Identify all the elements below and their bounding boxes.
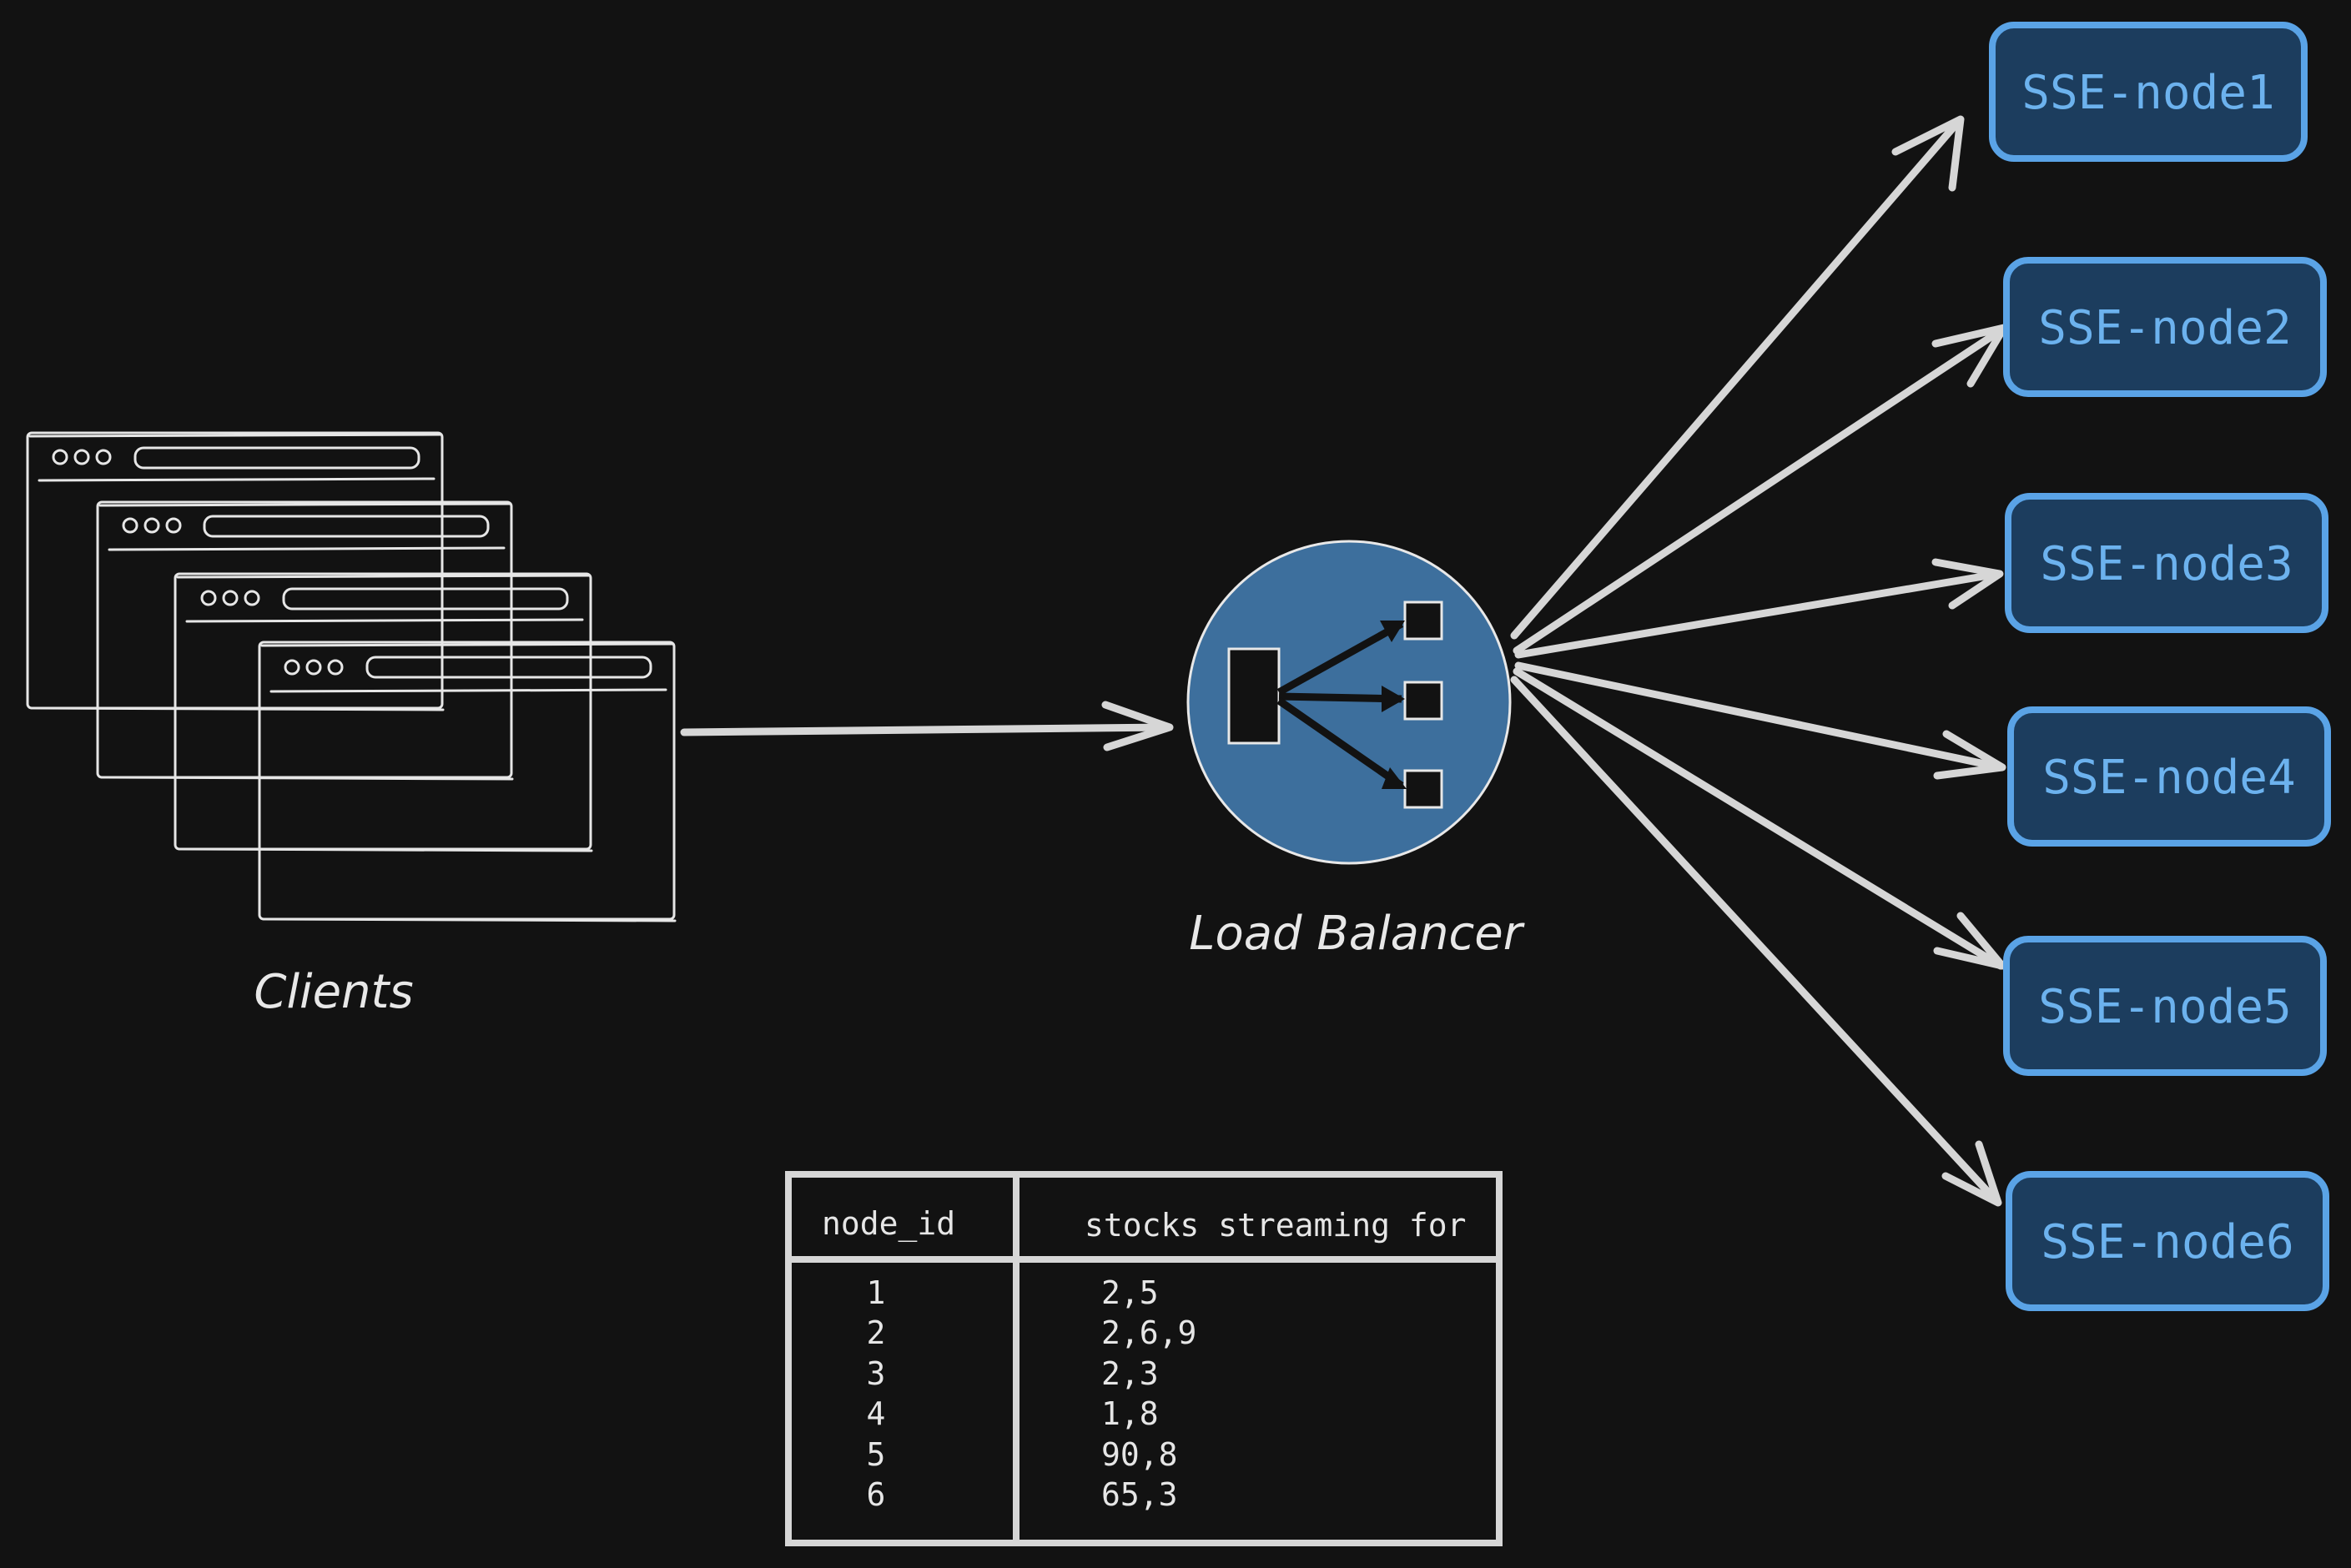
table-cell-stocks: 2,6,9 — [1101, 1314, 1196, 1351]
edge-to-node4 — [1514, 661, 2006, 780]
node-stock-table: node_id stocks streaming for 1 2,5 2 2,6… — [785, 1171, 1503, 1546]
edge-to-node3 — [1514, 558, 2004, 659]
table-header-node-id: node_id — [822, 1205, 955, 1243]
sse-nodes: SSE-node1 SSE-node2 SSE-node3 SSE-node4 … — [1989, 22, 2331, 1311]
table-row: 3 2,3 — [867, 1355, 1159, 1392]
sse-node-4-label: SSE-node4 — [2042, 751, 2295, 805]
sse-node-2[interactable]: SSE-node2 — [2003, 257, 2327, 397]
edge-to-node2 — [1513, 324, 2008, 655]
load-balancer-icon — [1186, 540, 1512, 865]
clients-label: Clients — [254, 965, 413, 1019]
load-balancer-group: Load Balancer — [1186, 540, 1525, 961]
sse-node-4[interactable]: SSE-node4 — [2007, 706, 2331, 847]
edge-to-node5 — [1513, 667, 2006, 970]
sse-node-1-label: SSE-node1 — [2021, 66, 2274, 120]
edge-clients-to-balancer — [680, 701, 1174, 751]
table-header-stocks: stocks streaming for — [1085, 1207, 1467, 1244]
table-cell-stocks: 65,3 — [1101, 1476, 1178, 1513]
table-row: 5 90,8 — [867, 1436, 1178, 1473]
table-row: 2 2,6,9 — [867, 1314, 1197, 1351]
edges-balancer-to-nodes — [1510, 115, 2008, 1207]
table-cell-stocks: 1,8 — [1101, 1395, 1159, 1432]
sse-node-2-label: SSE-node2 — [2038, 301, 2291, 355]
table-frame — [785, 1171, 1503, 1546]
browser-window-2 — [96, 500, 514, 781]
sse-node-3-label: SSE-node3 — [2040, 537, 2293, 591]
table-row: 1 2,5 — [867, 1274, 1159, 1311]
table-cell-stocks: 90,8 — [1101, 1436, 1178, 1473]
table-cell-stocks: 2,5 — [1101, 1274, 1159, 1311]
table-cell-node-id: 1 — [867, 1274, 886, 1311]
edge-to-node6 — [1510, 676, 2002, 1207]
table-cell-node-id: 6 — [867, 1476, 886, 1513]
table-row: 4 1,8 — [867, 1395, 1159, 1432]
table-cell-node-id: 2 — [867, 1314, 886, 1351]
edge-to-node1 — [1510, 115, 1965, 640]
sse-node-6[interactable]: SSE-node6 — [2006, 1171, 2329, 1311]
sse-node-6-label: SSE-node6 — [2041, 1215, 2293, 1269]
sse-node-5[interactable]: SSE-node5 — [2003, 936, 2327, 1076]
sse-node-1[interactable]: SSE-node1 — [1989, 22, 2308, 162]
table-cell-node-id: 3 — [867, 1355, 886, 1392]
table-cell-node-id: 5 — [867, 1436, 886, 1473]
browser-window-1 — [26, 431, 445, 711]
browser-window-4 — [258, 641, 677, 922]
clients-group: Clients — [26, 431, 677, 1019]
table-cell-node-id: 4 — [867, 1395, 886, 1432]
sse-node-5-label: SSE-node5 — [2038, 980, 2291, 1034]
sse-node-3[interactable]: SSE-node3 — [2005, 493, 2328, 633]
browser-window-3 — [174, 572, 593, 852]
load-balancer-label: Load Balancer — [1189, 907, 1524, 961]
browser-window-stack-icon — [26, 431, 677, 922]
table-cell-stocks: 2,3 — [1101, 1355, 1159, 1392]
table-row: 6 65,3 — [867, 1476, 1178, 1513]
